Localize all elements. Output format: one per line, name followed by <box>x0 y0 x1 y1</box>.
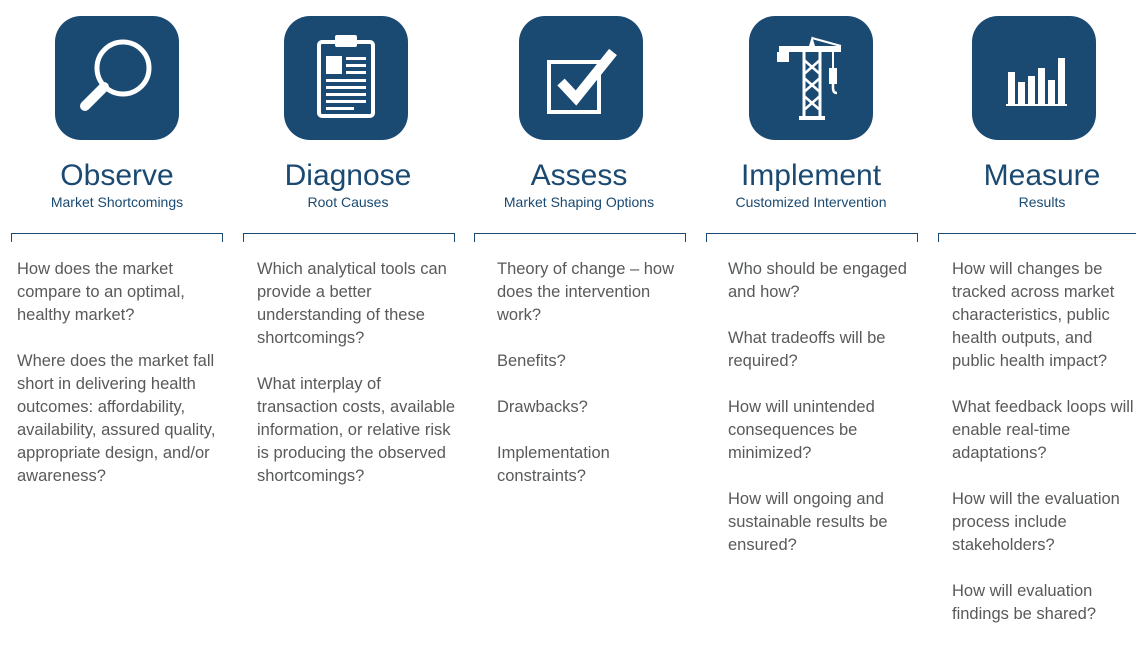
implement-subtitle: Customized Intervention <box>735 194 887 210</box>
step-observe: Observe Market Shortcomings <box>22 0 212 661</box>
measure-title: Measure <box>983 159 1101 192</box>
assess-title: Assess <box>530 159 628 192</box>
question: Drawbacks? <box>497 398 588 416</box>
diagnose-title: Diagnose <box>284 159 412 192</box>
assess-tile <box>519 16 643 140</box>
construction-crane-icon <box>777 36 842 120</box>
assess-bracket <box>474 233 686 242</box>
step-assess: Assess Market Shaping Options <box>484 0 674 661</box>
question: Who should be engaged and how? <box>728 260 907 301</box>
implement-bracket <box>706 233 918 242</box>
checkbox-icon <box>547 48 617 114</box>
diagnose-questions: Which analytical tools can provide a bet… <box>257 258 462 511</box>
question: How will unintended consequences be mini… <box>728 398 875 462</box>
magnifying-glass-icon <box>80 39 152 111</box>
step-measure: Measure Results <box>947 0 1137 661</box>
assess-subtitle: Market Shaping Options <box>503 194 655 210</box>
assess-questions: Theory of change – how does the interven… <box>497 258 677 511</box>
observe-questions: How does the market compare to an optima… <box>17 258 231 511</box>
step-implement: Implement Customized Intervention <box>716 0 906 661</box>
diagnose-tile <box>284 16 408 140</box>
implement-title: Implement <box>740 159 882 192</box>
observe-subtitle: Market Shortcomings <box>50 194 184 210</box>
bar-chart-icon <box>1006 58 1067 106</box>
question: Benefits? <box>497 352 566 370</box>
diagnose-bracket <box>243 233 455 242</box>
clipboard-icon <box>317 35 375 118</box>
question: How will the evaluation process include … <box>952 490 1120 554</box>
question: How will evaluation findings be shared? <box>952 582 1097 623</box>
question: Which analytical tools can provide a bet… <box>257 260 447 347</box>
question: What feedback loops will enable real-tim… <box>952 398 1134 462</box>
measure-subtitle: Results <box>1018 194 1066 210</box>
question: How will ongoing and sustainable results… <box>728 490 888 554</box>
measure-bracket <box>938 233 1136 242</box>
question: What tradeoffs will be required? <box>728 329 886 370</box>
question: Where does the market fall short in deli… <box>17 352 216 485</box>
diagnose-subtitle: Root Causes <box>307 194 389 210</box>
question: How will changes be tracked across marke… <box>952 260 1115 370</box>
step-diagnose: Diagnose Root Causes <box>253 0 443 661</box>
observe-bracket <box>11 233 223 242</box>
observe-title: Observe <box>60 159 174 192</box>
implement-tile <box>749 16 873 140</box>
question: Theory of change – how does the interven… <box>497 260 675 324</box>
measure-tile <box>972 16 1096 140</box>
question: What interplay of transaction costs, ava… <box>257 375 456 485</box>
implement-questions: Who should be engaged and how? What trad… <box>728 258 918 580</box>
question: Implementation constraints? <box>497 444 610 485</box>
observe-tile <box>55 16 179 140</box>
question: How does the market compare to an optima… <box>17 260 185 324</box>
measure-questions: How will changes be tracked across marke… <box>952 258 1137 649</box>
